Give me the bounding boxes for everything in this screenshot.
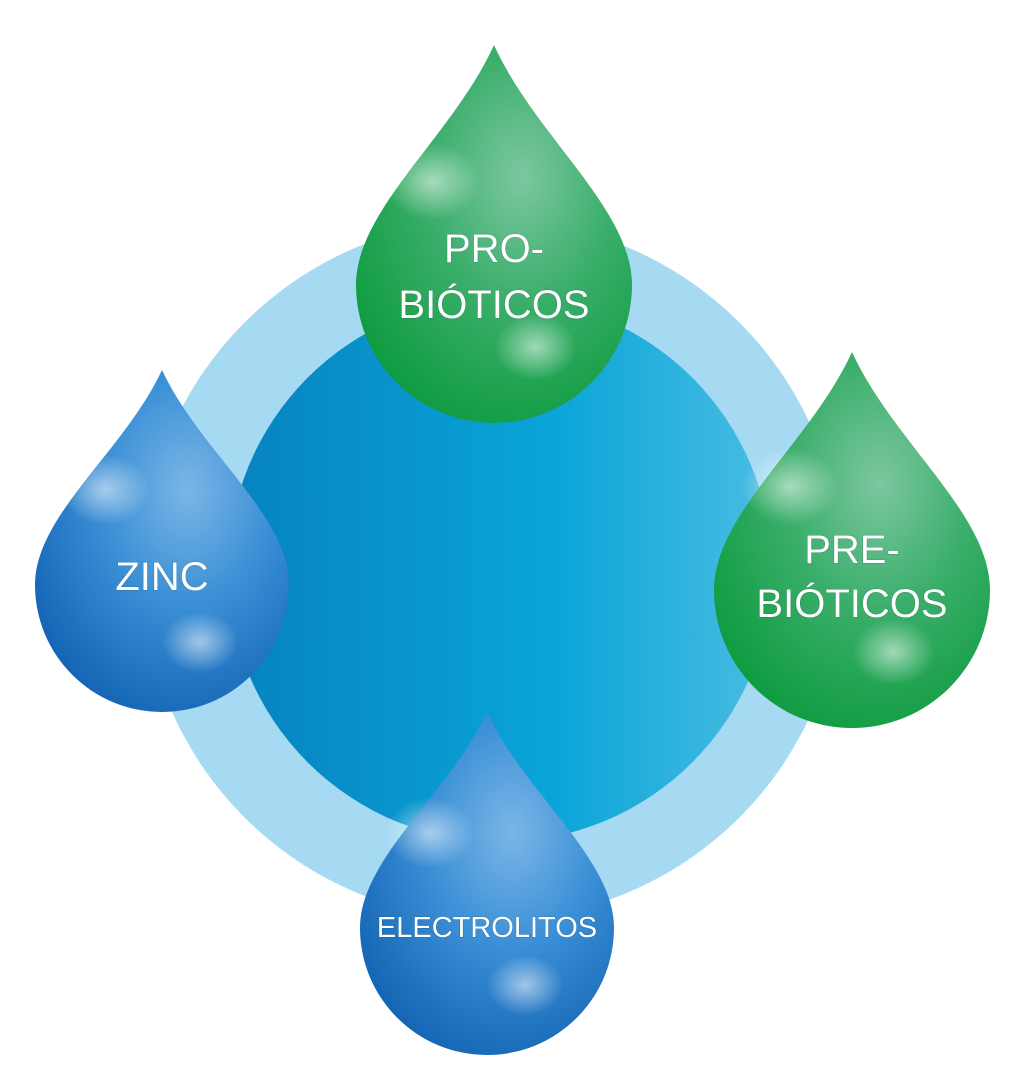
drop-highlight	[494, 313, 577, 381]
drop-highlight	[486, 954, 564, 1016]
drop-zinc: ZINC	[35, 370, 289, 712]
inner-circle	[228, 298, 772, 842]
drop-highlight	[383, 142, 481, 221]
drop-label: PRE-	[804, 528, 900, 572]
drop-label: ZINC	[115, 555, 208, 599]
drop-label: PRO-	[444, 227, 544, 271]
drop-label: BIÓTICOS	[756, 581, 947, 626]
drop-electrolitos: ELECTROLITOS	[360, 712, 614, 1055]
drop-highlight	[60, 454, 150, 526]
drop-label: BIÓTICOS	[398, 282, 589, 327]
drop-highlight	[162, 611, 239, 673]
drop-probioticos: PRO- BIÓTICOS	[356, 45, 632, 423]
drop-highlight	[741, 447, 839, 526]
drop-highlight	[385, 797, 475, 869]
drop-highlight	[852, 618, 935, 686]
drop-prebioticos: PRE- BIÓTICOS	[714, 352, 990, 728]
drop-label: ELECTROLITOS	[377, 912, 597, 944]
